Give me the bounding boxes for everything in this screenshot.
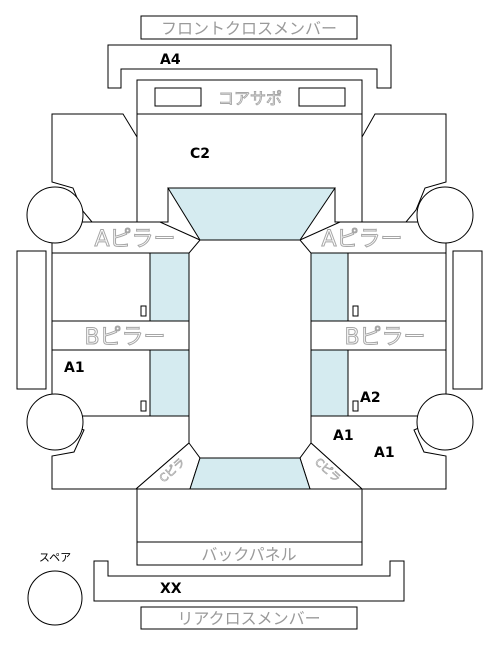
trunk-lid[interactable] — [136, 488, 363, 543]
front-cross-member-label: フロントクロスメンバー — [161, 19, 337, 38]
code-right-rear-door: A2 — [360, 390, 381, 406]
front-tire-right[interactable] — [416, 186, 474, 244]
spare-tire[interactable] — [27, 570, 83, 626]
a-pillar-right-label: Aピラー — [321, 227, 402, 252]
headlight-right[interactable] — [298, 87, 346, 107]
code-right-rear-tire: A1 — [374, 445, 395, 461]
code-right-rear-fender: A1 — [333, 428, 354, 444]
rocker-panel-right[interactable] — [452, 250, 483, 390]
rear-door-glass-right[interactable] — [310, 349, 349, 417]
front-cross-member-label-box — [140, 15, 358, 40]
front-tire-left[interactable] — [26, 186, 84, 244]
b-pillar-left-label: Bピラー — [84, 325, 165, 350]
rear-cross-member-label-box — [140, 606, 358, 630]
back-panel[interactable] — [136, 541, 363, 566]
front-cross-member[interactable] — [107, 44, 392, 89]
a-pillar-left-label: Aピラー — [94, 227, 175, 252]
rear-cross-member[interactable] — [93, 560, 405, 602]
rear-tire-right[interactable] — [416, 393, 474, 451]
headlight-left[interactable] — [154, 87, 202, 107]
front-door-handle-right[interactable] — [352, 305, 359, 317]
code-hood: C2 — [190, 146, 210, 162]
rear-tire-left[interactable] — [26, 393, 84, 451]
b-pillar-band-left[interactable] — [51, 320, 190, 351]
rear-door-handle-right[interactable] — [352, 400, 359, 412]
spare-tire-label: スペア — [39, 551, 71, 564]
rear-door-glass-left[interactable] — [149, 349, 190, 417]
code-rear-cross: XX — [160, 581, 182, 597]
windshield[interactable] — [167, 187, 336, 241]
roof[interactable] — [188, 239, 312, 459]
front-door-handle-left[interactable] — [140, 305, 147, 317]
back-panel-label: バックパネル — [201, 545, 296, 564]
front-door-glass-right[interactable] — [310, 252, 349, 322]
rear-window[interactable] — [189, 457, 311, 490]
b-pillar-band-right[interactable] — [310, 320, 447, 351]
code-front-cross: A4 — [160, 52, 181, 68]
b-pillar-right-label: Bピラー — [344, 325, 425, 350]
rear-cross-member-label: リアクロスメンバー — [177, 609, 320, 628]
front-door-glass-left[interactable] — [149, 252, 190, 322]
rear-fender-left[interactable] — [51, 415, 190, 490]
front-fender-right[interactable] — [361, 113, 447, 223]
code-left-rear-door: A1 — [64, 360, 85, 376]
rear-door-handle-left[interactable] — [140, 400, 147, 412]
core-support-label: コアサポ — [218, 89, 282, 108]
rocker-panel-left[interactable] — [16, 250, 47, 390]
